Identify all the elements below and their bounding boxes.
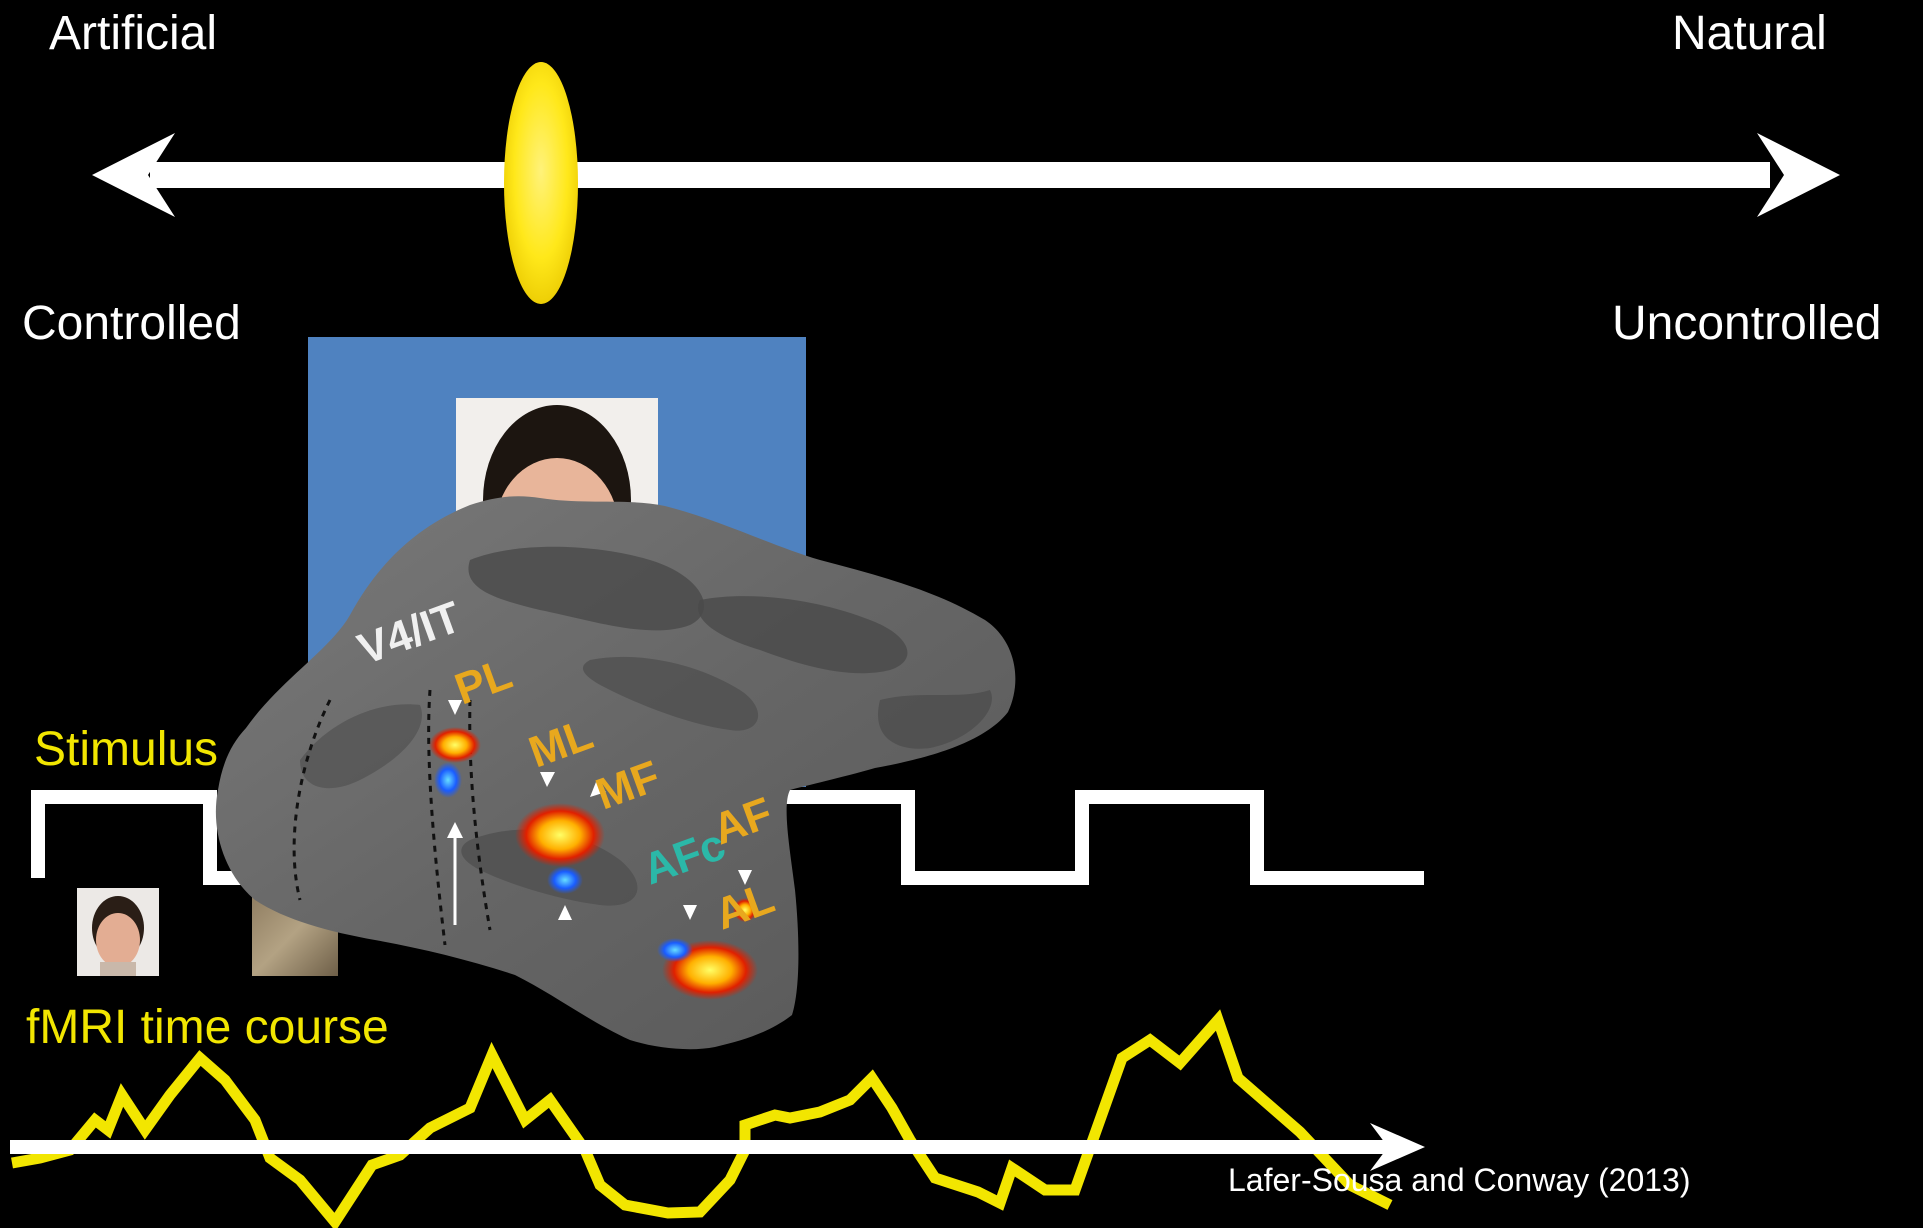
face-stimulus-thumbnail bbox=[77, 888, 159, 976]
uncontrolled-label: Uncontrolled bbox=[1612, 300, 1881, 348]
natural-label: Natural bbox=[1672, 10, 1827, 58]
position-marker-ellipse bbox=[504, 62, 578, 304]
stimulus-label: Stimulus bbox=[34, 726, 218, 774]
artificial-label: Artificial bbox=[49, 10, 217, 58]
fmri-time-course-label: fMRI time course bbox=[26, 1004, 389, 1052]
artificial-natural-axis-arrow bbox=[92, 133, 1840, 217]
controlled-label: Controlled bbox=[22, 300, 241, 348]
citation: Lafer-Sousa and Conway (2013) bbox=[1228, 1162, 1691, 1199]
time-axis-arrow bbox=[10, 1123, 1425, 1171]
